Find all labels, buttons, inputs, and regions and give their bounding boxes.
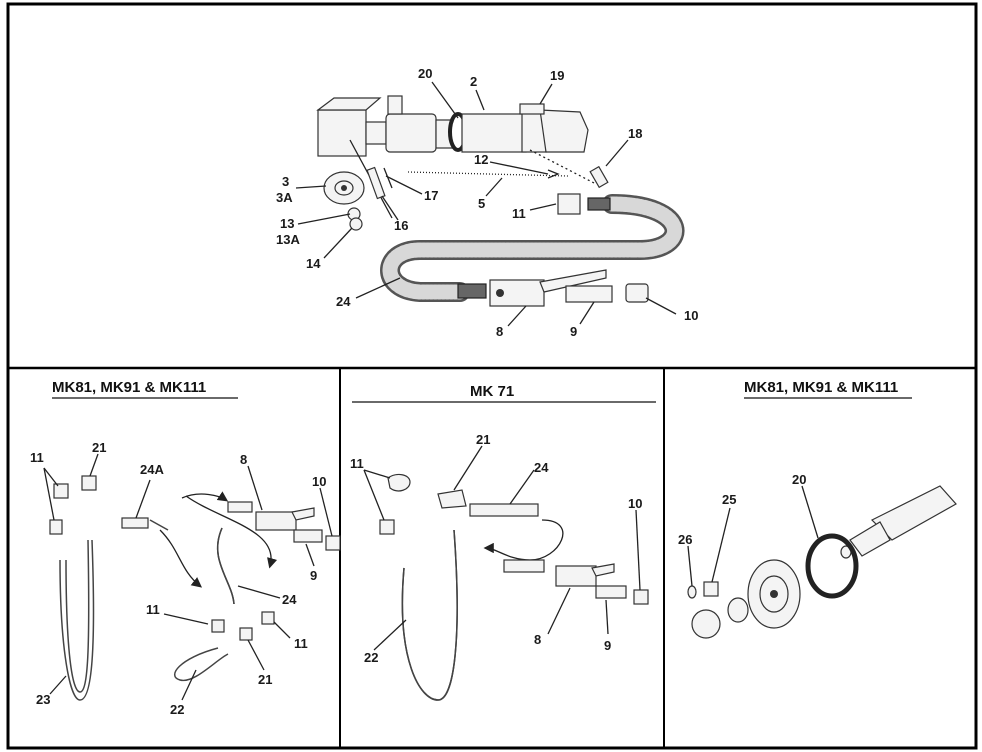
fitting xyxy=(227,501,253,513)
nut-14 xyxy=(349,217,363,231)
label: 11 xyxy=(30,450,44,465)
panel-title: MK81, MK91 & MK111 xyxy=(744,379,898,396)
nut-11 xyxy=(557,193,581,215)
label: 24A xyxy=(140,462,164,477)
label: 13 xyxy=(280,216,294,231)
cylinder-assembly xyxy=(316,95,597,219)
pin-17 xyxy=(383,167,393,189)
nut-11 xyxy=(379,519,395,535)
hose-24 xyxy=(469,503,539,517)
nut-11 xyxy=(53,483,69,499)
tee-21 xyxy=(239,627,253,641)
clip-12 xyxy=(547,169,560,179)
label: 9 xyxy=(604,638,611,653)
nut xyxy=(691,609,721,639)
label: 17 xyxy=(424,188,438,203)
fitting xyxy=(503,559,545,573)
ring-26 xyxy=(687,585,697,599)
label: 18 xyxy=(628,126,642,141)
washer xyxy=(727,597,749,623)
fitting-24A xyxy=(121,517,149,529)
label: 24 xyxy=(534,460,549,475)
left-labels: 11 21 24A 8 10 9 24 11 11 21 23 22 xyxy=(30,440,326,717)
label: 11 xyxy=(294,636,308,651)
label: 23 xyxy=(36,692,50,707)
label: 2 xyxy=(470,74,477,89)
middle-labels: 11 21 24 10 22 8 9 xyxy=(350,432,642,665)
label: 10 xyxy=(312,474,326,489)
label: 24 xyxy=(282,592,297,607)
label: 11 xyxy=(350,456,364,471)
tee-21 xyxy=(81,475,97,491)
label: 9 xyxy=(310,568,317,583)
label: 10 xyxy=(628,496,642,511)
label: 8 xyxy=(240,452,247,467)
label: 10 xyxy=(684,308,698,323)
nut-11 xyxy=(211,619,225,633)
nipple-9 xyxy=(293,529,323,543)
label: 24 xyxy=(336,294,351,309)
label: 8 xyxy=(534,632,541,647)
hose-22 xyxy=(174,647,229,682)
valve-8 xyxy=(255,507,315,531)
label: 3 xyxy=(282,174,289,189)
tee-21 xyxy=(437,489,467,509)
label: 21 xyxy=(476,432,490,447)
fitting-10 xyxy=(325,535,341,551)
label: 20 xyxy=(418,66,432,81)
hose-22 xyxy=(401,529,458,701)
pulley-3 xyxy=(323,171,365,205)
label: 26 xyxy=(678,532,692,547)
panel-title: MK 71 xyxy=(470,383,514,400)
label: 16 xyxy=(394,218,408,233)
label: 11 xyxy=(146,602,160,617)
panel-title: MK81, MK91 & MK111 xyxy=(52,379,206,396)
valve-8 xyxy=(555,563,615,587)
fitting-10 xyxy=(625,283,649,303)
nut-11 xyxy=(49,519,63,535)
label: 21 xyxy=(258,672,272,687)
frame xyxy=(6,2,978,750)
top-leaders xyxy=(295,81,677,327)
label: 25 xyxy=(722,492,736,507)
label: 5 xyxy=(478,196,485,211)
left-leaders xyxy=(43,453,333,701)
left-panel: MK81, MK91 & MK111 xyxy=(30,379,341,717)
label: 22 xyxy=(170,702,184,717)
fitting-10 xyxy=(633,589,649,605)
middle-panel: MK 71 11 21 24 10 xyxy=(350,383,656,701)
top-labels: 20 2 19 18 12 3 3A 17 5 11 13 13A 16 14 … xyxy=(276,66,698,339)
label: 8 xyxy=(496,324,503,339)
pulley xyxy=(747,559,801,629)
right-labels: 20 25 26 xyxy=(678,472,806,547)
label: 13A xyxy=(276,232,300,247)
label: 21 xyxy=(92,440,106,455)
nut-11 xyxy=(261,611,275,625)
label: 20 xyxy=(792,472,806,487)
hose-23 xyxy=(59,539,95,701)
oring-20 xyxy=(805,533,859,599)
label: 19 xyxy=(550,68,564,83)
label: 12 xyxy=(474,152,488,167)
label: 3A xyxy=(276,190,293,205)
bolt-18 xyxy=(589,165,609,189)
nipple-9 xyxy=(595,585,627,599)
hose-24 xyxy=(380,194,685,302)
middle-leaders xyxy=(363,445,641,651)
right-panel: MK81, MK91 & MK111 20 25 26 xyxy=(678,379,957,639)
valve-8 xyxy=(489,269,607,307)
label: 14 xyxy=(306,256,321,271)
nut-11 xyxy=(387,473,411,492)
label: 9 xyxy=(570,324,577,339)
label: 22 xyxy=(364,650,378,665)
pin-16 xyxy=(366,166,386,200)
shaft-assembly xyxy=(840,485,957,559)
label: 11 xyxy=(512,206,526,221)
top-panel: 20 2 19 18 12 3 3A 17 5 11 13 13A 16 14 … xyxy=(276,66,698,339)
right-leaders xyxy=(687,485,819,587)
nut-25 xyxy=(703,581,719,597)
nipple-9 xyxy=(565,285,613,303)
